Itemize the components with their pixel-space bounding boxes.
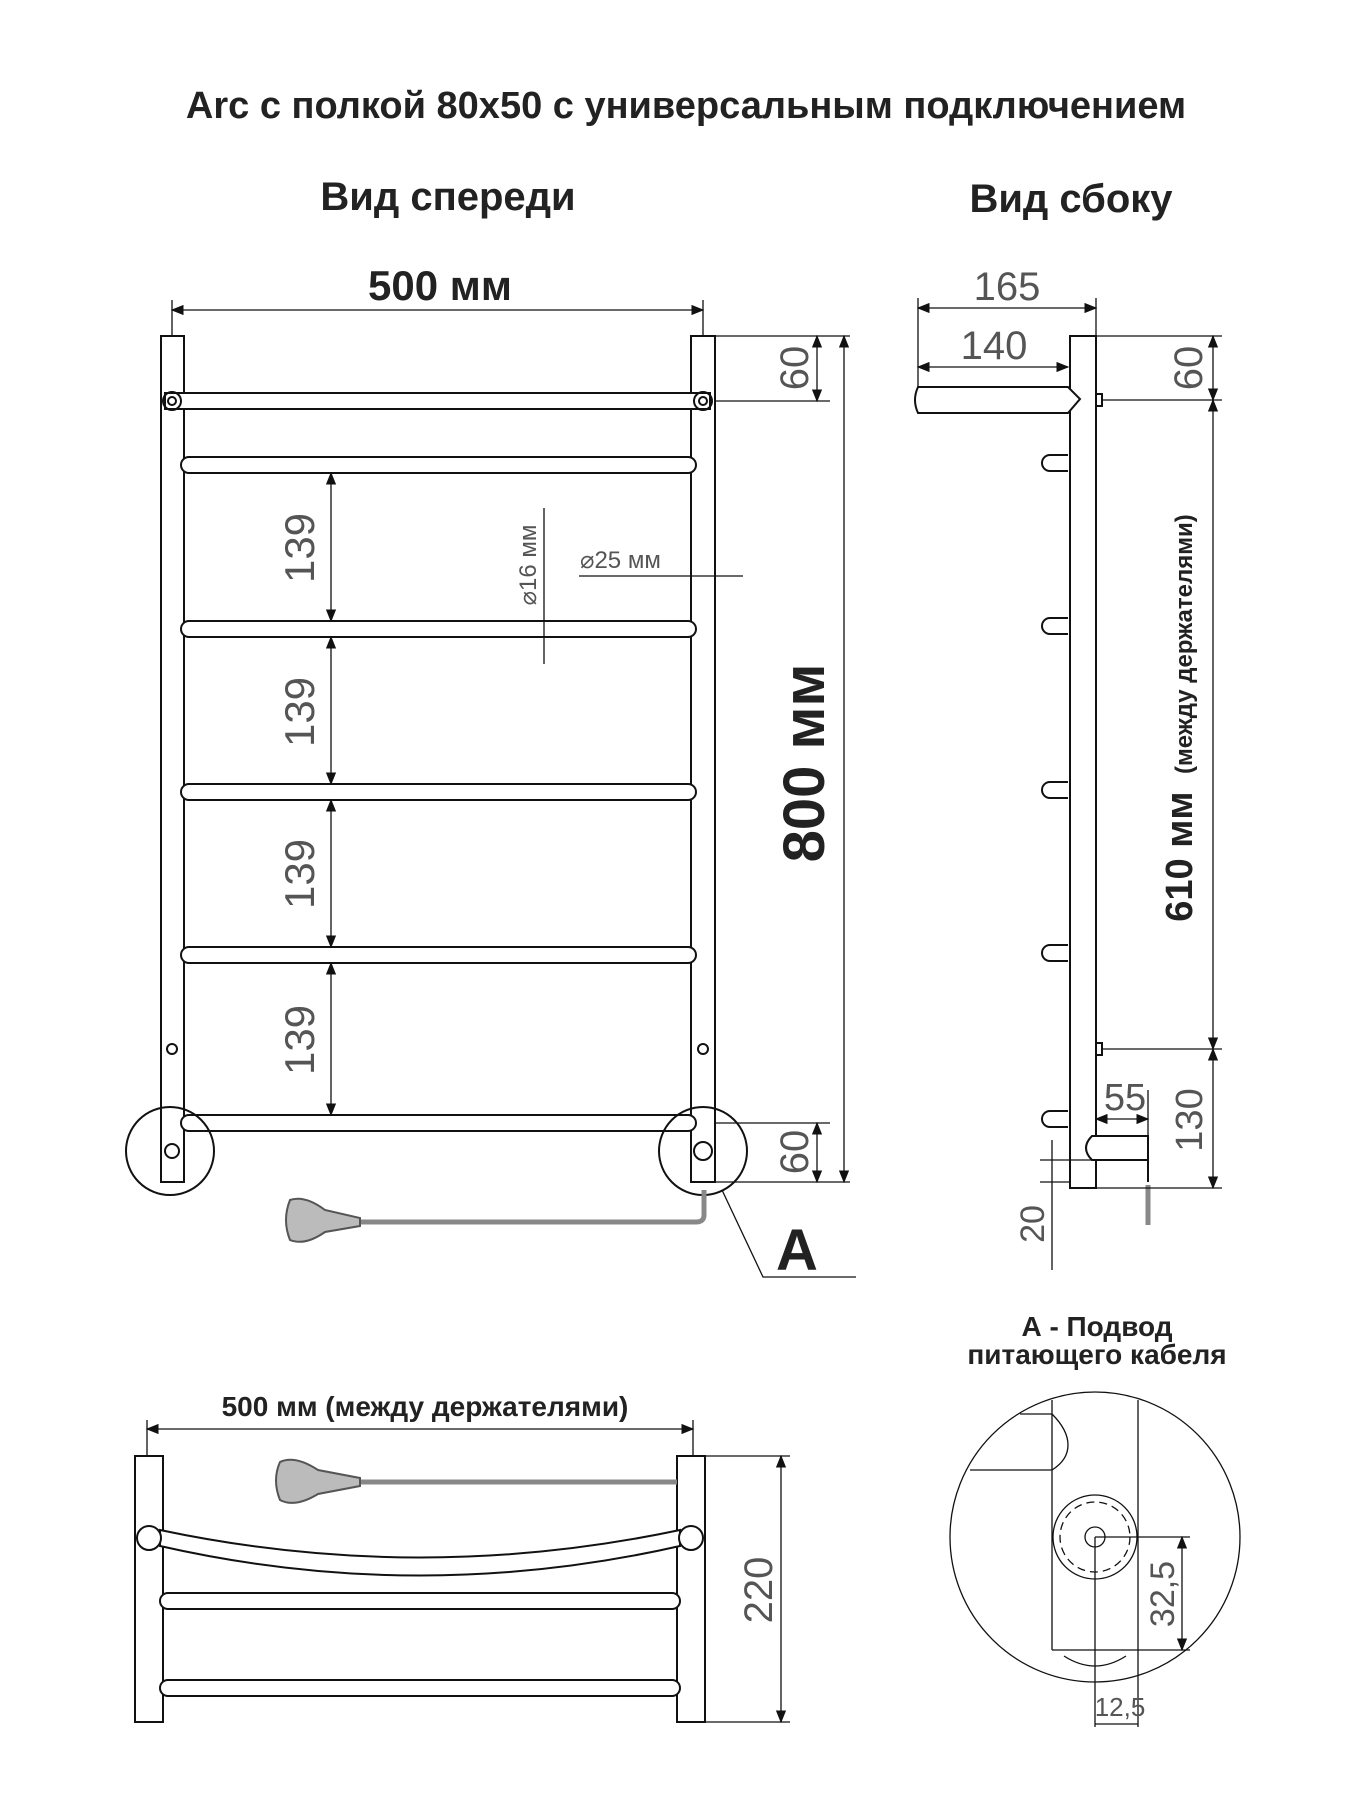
shelf-left-post [134,1455,164,1723]
spacing-2: 139 [276,677,323,747]
between-holders-note: (между держателями) [1171,514,1198,774]
pole-diameter-label: ⌀25 мм [580,547,661,574]
shelf-right-post [676,1455,706,1723]
side-bottom-offset-label: 130 [1169,1088,1211,1151]
side-pole [1069,335,1097,1189]
shelf-bar [914,386,1082,414]
page-title: Arc с полкой 80х50 с универсальным подкл… [186,85,1186,127]
top-offset-label: 60 [773,346,817,391]
spacing-4: 139 [276,1005,323,1075]
depth-total-label: 165 [974,265,1041,309]
shelf-plug-icon [275,1458,361,1504]
right-pole [690,335,716,1183]
height-label: 800 мм [772,664,837,863]
detail-title-1: А - Подвод [1021,1311,1172,1342]
detail-title-2: питающего кабеля [967,1339,1226,1370]
side-top-offset-label: 60 [1167,346,1211,391]
top-bar [164,392,711,410]
between-holders-label: 610 мм [1159,792,1201,922]
spacing-3: 139 [276,839,323,909]
detail-marker-a: A [776,1218,818,1283]
shelf-arc [159,1528,681,1577]
top-view: 500 мм (между держателями) 220 [134,1391,790,1724]
svg-text:610 мм (между держателям: 610 мм (между держателями) [1159,514,1201,921]
shelf-depth-label: 220 [737,1557,781,1624]
top-view-width-label: 500 мм (между держателями) [222,1391,629,1422]
side-view-heading: Вид сбоку [969,177,1173,221]
depth-shelf-label: 140 [961,324,1028,368]
side-view: Вид сбоку 165 140 60 610 мм (между держа… [914,177,1222,1270]
rail-ends [1041,454,1068,1128]
rail-diameter-label: ⌀16 мм [515,525,542,606]
bottom-offset-label: 60 [773,1130,817,1175]
front-view-heading: Вид спереди [320,175,575,219]
spacing-1: 139 [276,513,323,583]
front-view: Вид спереди 500 мм 139 139 139 139 ⌀16 м… [125,175,856,1283]
rails [180,456,697,1132]
detail-a: А - Подвод питающего кабеля 32,5 12,5 [949,1311,1241,1727]
connector-depth-label: 55 [1104,1077,1146,1119]
left-pole [160,335,185,1183]
power-cable [360,1190,707,1225]
width-label: 500 мм [368,262,512,309]
connector-height-label: 20 [1014,1205,1052,1243]
detail-horizontal-label: 12,5 [1095,1692,1146,1722]
plug-icon [285,1197,361,1243]
connector [1085,1135,1149,1161]
detail-vertical-label: 32,5 [1144,1561,1182,1627]
